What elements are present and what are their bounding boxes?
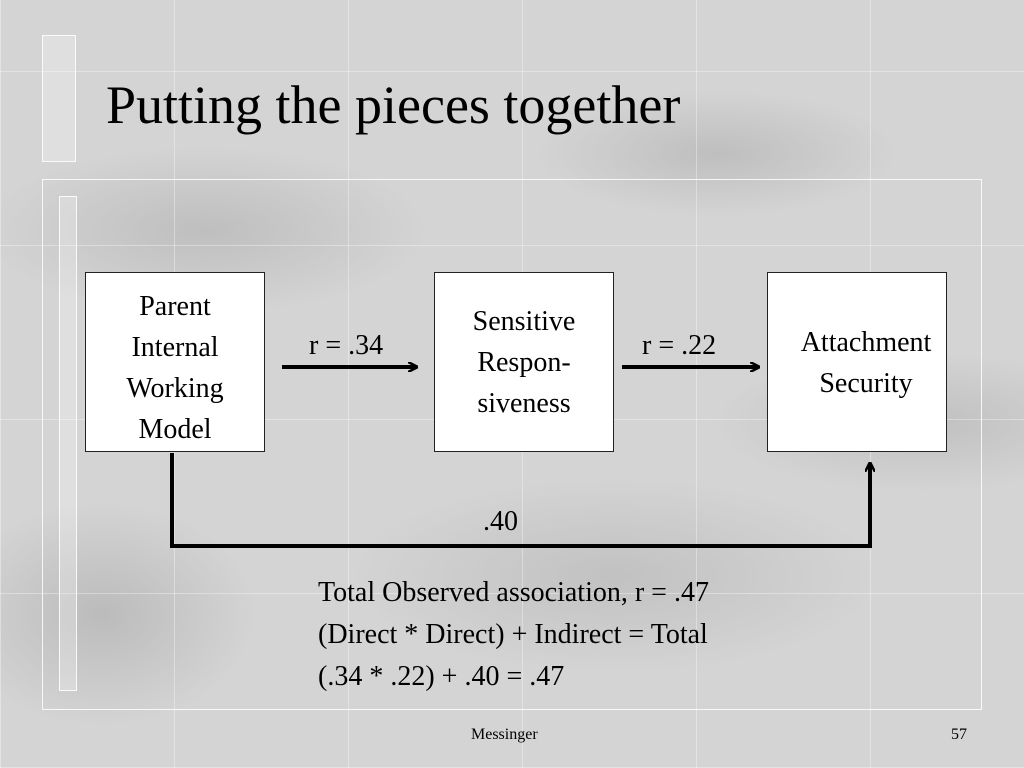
summary-block: Total Observed association, r = .47 (Dir…	[318, 572, 709, 698]
edge-arrow-parent-to-attachment	[170, 453, 870, 548]
node-attachment-security	[767, 272, 947, 452]
content-frame	[42, 179, 982, 710]
edge-label-sensitive-to-attachment: r = .22	[642, 330, 717, 361]
title-accent-bar	[42, 35, 76, 162]
footer-author: Messinger	[471, 726, 538, 743]
summary-total-association: Total Observed association, r = .47	[318, 577, 709, 608]
node-sensitive-responsiveness-label: Sensitive Respon- siveness	[472, 306, 576, 419]
node-parent-internal-working-model	[85, 272, 265, 452]
footer-slide-number: 57	[951, 726, 967, 743]
summary-calculation: (.34 * .22) + .40 = .47	[318, 661, 565, 692]
node-attachment-security-label: Attachment Security	[800, 327, 932, 399]
edge-label-parent-to-attachment: .40	[483, 506, 518, 537]
slide-title: Putting the pieces together	[106, 75, 681, 135]
edge-label-parent-to-sensitive: r = .34	[309, 330, 384, 361]
content-accent-bar	[59, 196, 77, 691]
node-parent-internal-working-model-label: Parent Internal Working Model	[126, 291, 224, 445]
summary-formula: (Direct * Direct) + Indirect = Total	[318, 619, 708, 650]
node-sensitive-responsiveness	[434, 272, 614, 452]
